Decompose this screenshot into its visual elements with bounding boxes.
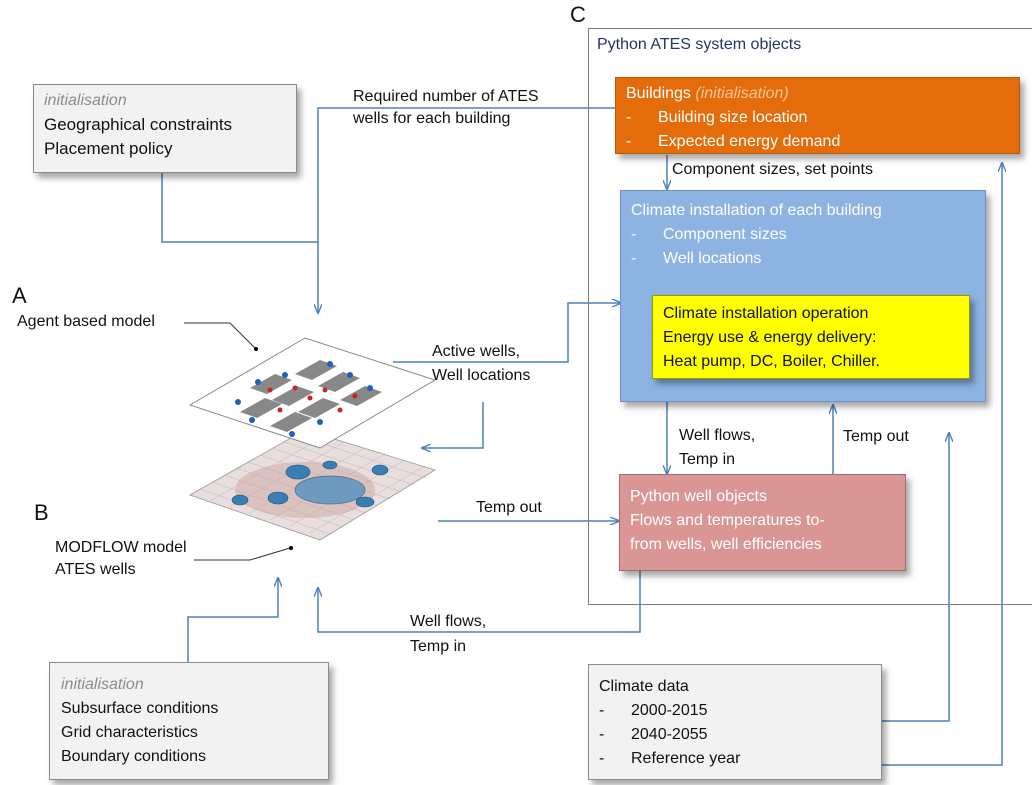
label-modflow-1: MODFLOW model [55, 539, 187, 556]
climate-data-item-2: - 2040-2055 [599, 723, 871, 747]
well-objects-box: Python well objects Flows and temperatur… [619, 474, 906, 571]
label-modflow-2: ATES wells [55, 561, 136, 578]
climate-data-item-3-text: Reference year [631, 750, 741, 767]
label-a: A [12, 283, 27, 308]
label-well-flows-bottom: Well flows, Temp in [410, 609, 486, 659]
label-required-wells-1: Required number of ATES [353, 88, 539, 105]
wire-init-to-abm [161, 173, 318, 313]
abm-plane [188, 337, 437, 449]
bullet: - [631, 250, 637, 267]
label-component-sizes: Component sizes, set points [672, 161, 873, 178]
label-active-wells: Active wells, Well locations [432, 340, 530, 388]
climate-installation-item-2-text: Well locations [663, 250, 762, 267]
label-well-flows-right-1: Well flows, [679, 427, 756, 444]
label-b: B [34, 500, 49, 525]
buildings-title: Buildings (initialisation) [626, 82, 1009, 106]
init-bottom-line-1: Subsurface conditions [61, 700, 219, 717]
modflow-plane [189, 429, 436, 541]
climate-data-item-1-text: 2000-2015 [631, 702, 708, 719]
label-well-flows-right: Well flows, Temp in [679, 424, 755, 472]
buildings-title-text: Buildings [626, 85, 691, 102]
well-objects-line-2: Flows and temperatures to- [630, 512, 825, 529]
init-bottom-tag: initialisation [61, 676, 144, 693]
label-well-flows-bottom-1: Well flows, [410, 613, 487, 630]
panel-c-frame [588, 28, 1032, 605]
buildings-title-tag: (initialisation) [695, 85, 789, 102]
label-abm: Agent based model [17, 313, 155, 330]
climate-operation-line-1: Climate installation operation [663, 305, 869, 322]
bullet: - [599, 702, 605, 719]
climate-data-box: Climate data - 2000-2015 - 2040-2055 - R… [588, 664, 882, 780]
bullet: - [631, 226, 637, 243]
label-active-wells-2: Well locations [432, 367, 531, 384]
label-temp-out-right: Temp out [843, 428, 909, 445]
climate-operation-line-2: Energy use & energy delivery: [663, 329, 877, 346]
bullet: - [599, 726, 605, 743]
label-well-flows-right-2: Temp in [679, 451, 736, 468]
init-bottom-line-3: Boundary conditions [61, 748, 206, 765]
label-required-wells-2: wells for each building [353, 110, 511, 127]
init-top-line-2: Placement policy [44, 139, 173, 158]
bullet: - [626, 133, 632, 150]
init-bottom-line-2: Grid characteristics [61, 724, 198, 741]
climate-installation-title: Climate installation of each building [631, 202, 882, 219]
bullet: - [599, 750, 605, 767]
init-top-line-1: Geographical constraints [44, 115, 233, 134]
bullet: - [626, 109, 632, 126]
label-required-wells: Required number of ATES wells for each b… [353, 86, 539, 130]
climate-installation-item-2: - Well locations [631, 247, 975, 271]
buildings-item-1-text: Building size location [658, 109, 808, 126]
buildings-item-2-text: Expected energy demand [658, 133, 841, 150]
wire-init-bottom-to-modflow [187, 578, 278, 662]
init-top-box: initialisation Geographical constraints … [33, 84, 297, 173]
panel-c-title: Python ATES system objects [597, 36, 802, 53]
model-illustration [188, 337, 437, 541]
climate-data-item-1: - 2000-2015 [599, 699, 871, 723]
climate-operation-box: Climate installation operation Energy us… [652, 295, 970, 379]
label-c: C [570, 2, 586, 27]
label-modflow: MODFLOW model ATES wells [55, 537, 187, 581]
label-well-flows-bottom-2: Temp in [410, 638, 467, 655]
buildings-box: Buildings (initialisation) - Building si… [615, 77, 1020, 154]
climate-operation-line-3: Heat pump, DC, Boiler, Chiller. [663, 353, 880, 370]
climate-data-item-2-text: 2040-2055 [631, 726, 708, 743]
label-active-wells-1: Active wells, [432, 343, 521, 360]
buildings-item-2: - Expected energy demand [626, 130, 1009, 154]
buildings-item-1: - Building size location [626, 106, 1009, 130]
well-objects-line-3: from wells, well efficiencies [630, 536, 822, 553]
init-top-tag: initialisation [44, 92, 127, 109]
climate-installation-item-1: - Component sizes [631, 223, 975, 247]
climate-data-title: Climate data [599, 678, 689, 695]
well-objects-line-1: Python well objects [630, 488, 767, 505]
climate-installation-item-1-text: Component sizes [663, 226, 787, 243]
label-temp-out-mid: Temp out [476, 499, 542, 516]
climate-data-item-3: - Reference year [599, 747, 871, 771]
init-bottom-box: initialisation Subsurface conditions Gri… [49, 662, 329, 780]
